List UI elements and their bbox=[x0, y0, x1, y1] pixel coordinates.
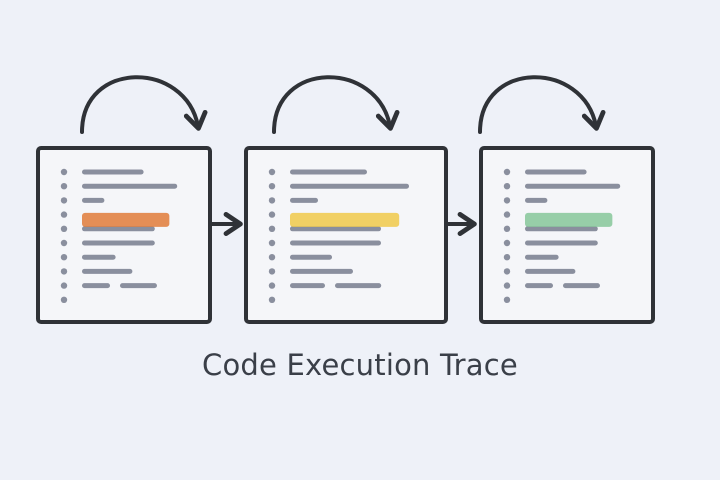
dot-icon bbox=[268, 282, 276, 289]
code-line bbox=[290, 254, 332, 260]
code-panels bbox=[36, 146, 655, 324]
code-line bbox=[525, 183, 621, 189]
dot-icon bbox=[503, 296, 511, 303]
execution-highlight bbox=[525, 212, 613, 227]
execution-highlight bbox=[290, 212, 400, 227]
dot-icon bbox=[503, 225, 511, 232]
dot-icon bbox=[268, 183, 276, 190]
panel-frame bbox=[36, 146, 212, 324]
code-panel-step-1 bbox=[36, 146, 212, 324]
dot-icon bbox=[268, 268, 276, 275]
dot-icon bbox=[60, 282, 68, 289]
dot-icon bbox=[60, 254, 68, 261]
dot-icon bbox=[60, 168, 68, 176]
curved-arrow-icon bbox=[478, 75, 606, 134]
dot-icon bbox=[503, 282, 511, 289]
code-line bbox=[82, 268, 133, 274]
dot-icon bbox=[503, 254, 511, 261]
execution-highlight bbox=[82, 212, 170, 227]
code-line bbox=[525, 197, 548, 203]
code-line bbox=[290, 183, 409, 189]
dot-icon bbox=[60, 197, 68, 204]
dot-icon bbox=[268, 168, 276, 176]
code-line bbox=[82, 183, 178, 189]
dot-icon bbox=[503, 268, 511, 275]
code-line bbox=[120, 283, 157, 289]
dot-icon bbox=[503, 211, 511, 218]
code-line bbox=[82, 197, 105, 203]
code-line bbox=[82, 283, 110, 289]
code-line bbox=[82, 254, 116, 260]
code-line bbox=[290, 268, 353, 274]
code-line bbox=[290, 240, 381, 246]
dot-icon bbox=[268, 254, 276, 261]
code-line bbox=[82, 240, 155, 246]
code-line bbox=[290, 197, 318, 203]
curved-arrow-icon bbox=[272, 75, 400, 134]
dot-icon bbox=[60, 211, 68, 218]
code-line bbox=[525, 283, 553, 289]
code-line bbox=[525, 240, 598, 246]
code-line bbox=[82, 169, 144, 175]
diagram-caption: Code Execution Trace bbox=[202, 348, 518, 382]
code-line bbox=[82, 226, 155, 232]
dot-icon bbox=[268, 197, 276, 204]
dot-icon bbox=[60, 183, 68, 190]
dot-icon bbox=[60, 225, 68, 232]
code-line bbox=[335, 283, 382, 289]
code-line bbox=[525, 254, 559, 260]
code-line bbox=[290, 226, 381, 232]
code-panel-step-3 bbox=[479, 146, 655, 324]
dot-icon bbox=[268, 296, 276, 303]
dot-icon bbox=[503, 168, 511, 176]
dot-icon bbox=[268, 239, 276, 247]
dot-icon bbox=[503, 239, 511, 247]
dot-icon bbox=[268, 225, 276, 232]
code-line bbox=[563, 283, 600, 289]
dot-icon bbox=[60, 268, 68, 275]
code-line bbox=[525, 268, 576, 274]
curved-arrow-icon bbox=[80, 75, 208, 134]
dot-icon bbox=[60, 239, 68, 247]
loop-arrows bbox=[80, 75, 606, 134]
dot-icon bbox=[268, 211, 276, 218]
panel-frame bbox=[479, 146, 655, 324]
code-line bbox=[525, 226, 598, 232]
code-panel-step-2 bbox=[244, 146, 448, 324]
dot-icon bbox=[503, 197, 511, 204]
code-line bbox=[290, 283, 325, 289]
dot-icon bbox=[503, 183, 511, 190]
panel-frame bbox=[244, 146, 448, 324]
dot-icon bbox=[60, 296, 68, 303]
code-line bbox=[525, 169, 587, 175]
code-line bbox=[290, 169, 367, 175]
